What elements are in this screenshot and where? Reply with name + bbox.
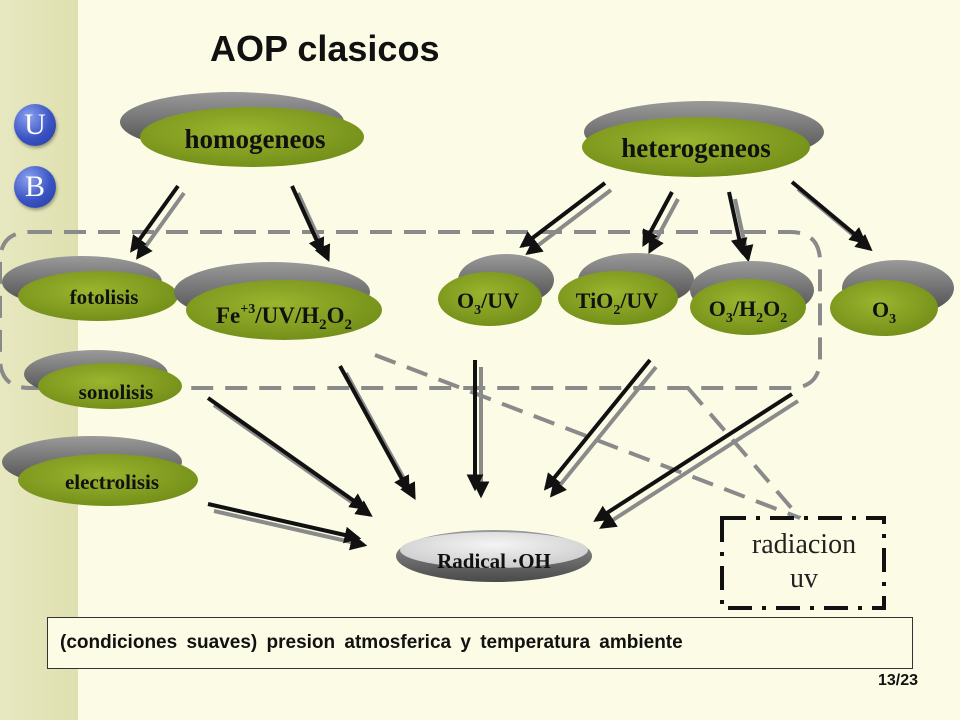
node-o3uv: O3/UV [438, 254, 554, 326]
node-fenton: Fe+3/UV/H2O2 [174, 262, 382, 340]
arrow-heterogeneos-tio2uv [642, 191, 680, 254]
arrow-fenton-radical [338, 365, 416, 500]
node-o3h2o2-label: O3/H2O2 [709, 296, 787, 326]
node-tio2uv-label: TiO2/UV [576, 288, 659, 318]
o3-base: O [872, 297, 889, 322]
o3h2o2-sub: 3 [726, 311, 733, 326]
dashed-group-outline [0, 230, 822, 390]
node-radical-oh-label: Radical ·OH [437, 549, 551, 573]
radiacion-uv-box [720, 516, 886, 610]
arrow-homogeneos-fenton [290, 185, 331, 263]
page-title: AOP clasicos [210, 28, 440, 69]
fenton-sub2: 2 [345, 317, 353, 333]
node-fotolisis-label: fotolisis [70, 285, 139, 309]
fenton-sub1: 2 [319, 317, 327, 333]
arrow-sonolisis-radical [206, 396, 373, 517]
radiacion-uv-line1: radiacion [751, 529, 857, 560]
o3h2o2-sub2: 2 [756, 311, 763, 326]
node-o3-label: O3 [872, 297, 896, 327]
radiacion-uv-line2: uv [790, 563, 818, 594]
node-o3uv-label: O3/UV [457, 288, 519, 318]
node-sonolisis: sonolisis [24, 350, 182, 409]
node-fenton-label: Fe+3/UV/H2O2 [216, 302, 352, 333]
radiacion-uv-label: radiacion uv [726, 528, 882, 596]
o3-sub: 3 [889, 312, 896, 327]
arrow-heterogeneos-o3h2o2 [727, 191, 754, 263]
fenton-base: Fe [216, 303, 240, 328]
arrow-homogeneos-fotolisis [130, 184, 186, 260]
node-o3h2o2: O3/H2O2 [690, 261, 814, 335]
arrow-tio2uv-radical [543, 358, 658, 498]
o3h2o2-base: O [709, 296, 726, 321]
dashed-connector-left [374, 353, 801, 520]
node-tio2uv: TiO2/UV [558, 253, 694, 325]
o3h2o2-letter: O [763, 296, 780, 321]
node-heterogeneos: heterogeneos [582, 101, 824, 177]
o3uv-sub: 3 [474, 303, 481, 318]
fenton-charge: +3 [240, 302, 255, 317]
logo-b-badge: B [14, 166, 56, 208]
logo-u-badge: U [14, 104, 56, 146]
arrow-o3h2o2-radical [593, 392, 800, 529]
arrows [130, 180, 873, 551]
node-electrolisis: electrolisis [2, 436, 198, 506]
dashed-connector-right [686, 386, 802, 520]
conditions-text: (condiciones suaves) presion atmosferica… [60, 632, 683, 653]
arrow-electrolisis-radical [207, 502, 368, 551]
node-homogeneos-label: homogeneos [185, 124, 326, 154]
node-heterogeneos-label: heterogeneos [621, 133, 770, 163]
arrow-o3uv-radical [466, 360, 490, 499]
fenton-middle: /UV/H [254, 303, 319, 328]
fenton-letter: O [327, 303, 345, 328]
arrow-heterogeneos-o3 [790, 180, 873, 252]
o3uv-base: O [457, 288, 474, 313]
node-radical-oh: Radical ·OH [396, 530, 592, 582]
o3h2o2-sub3: 2 [780, 311, 787, 326]
o3uv-rest: /UV [480, 288, 519, 313]
arrow-heterogeneos-o3uv [519, 181, 613, 256]
conditions-box: (condiciones suaves) presion atmosferica… [47, 617, 913, 669]
page-number: 13/23 [877, 672, 918, 689]
tio2uv-rest: /UV [619, 288, 658, 313]
node-o3: O3 [830, 260, 954, 336]
node-homogeneos: homogeneos [120, 92, 364, 167]
node-fotolisis: fotolisis [2, 256, 178, 321]
tio2uv-base: TiO [576, 288, 614, 313]
node-electrolisis-label: electrolisis [65, 470, 159, 494]
node-sonolisis-label: sonolisis [79, 380, 154, 404]
o3h2o2-mid: /H [732, 296, 756, 321]
tio2uv-sub: 2 [613, 303, 620, 318]
